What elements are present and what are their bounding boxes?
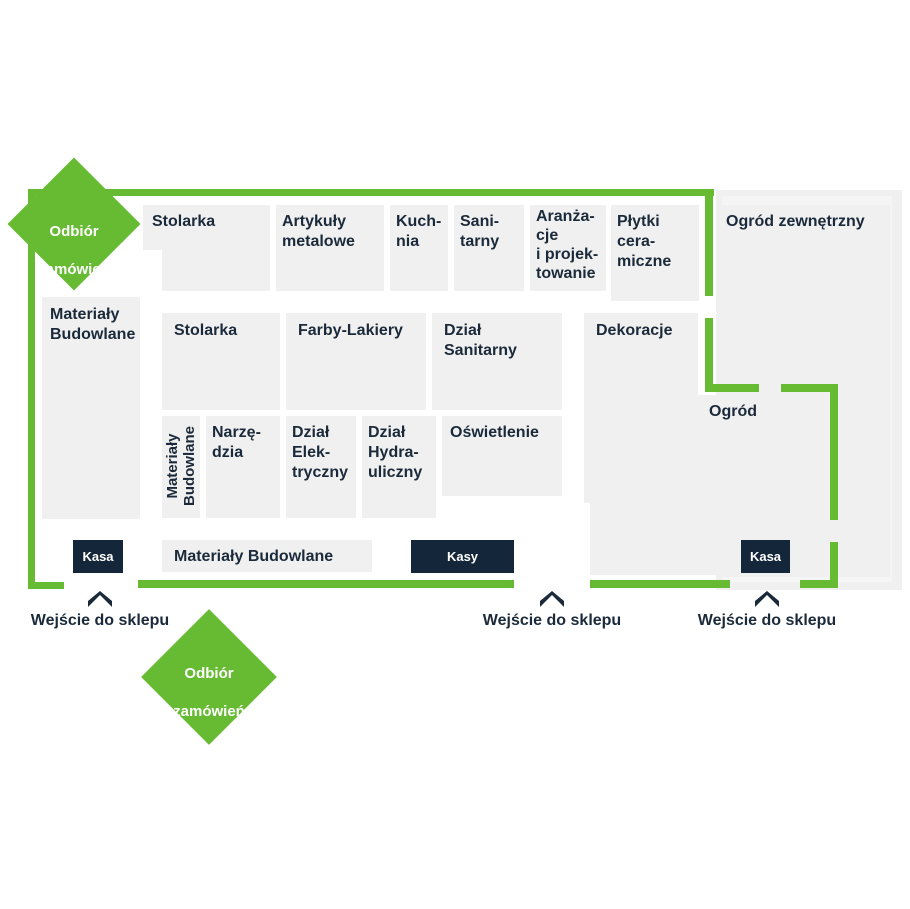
- entrance-center-label: Wejście do sklepu: [482, 612, 622, 629]
- label-materialy-bottom: Materiały Budowlane: [174, 548, 334, 565]
- label-ogrod: Ogród: [709, 403, 757, 420]
- pickup-bottom-badge: Odbiór zamówień (duże gabaryty): [141, 609, 277, 757]
- zone-aranzacje: [530, 205, 606, 291]
- entrance-arrow-icon: [540, 591, 564, 607]
- entrance-left: Wejście do sklepu: [26, 590, 174, 630]
- zone-stolarka-top: [162, 205, 270, 291]
- wall-bottom-right-b: [800, 580, 838, 588]
- label-kuchnia: Kuch- nia: [396, 213, 442, 250]
- pickup-bottom-text: Odbiór zamówień (duże gabaryty): [141, 645, 277, 760]
- zone-sanitarny-top: [454, 205, 524, 291]
- label-dzial-sanitarny: Dział Sanitarny: [444, 322, 517, 359]
- wall-ogrod-right-a: [830, 384, 838, 520]
- zone-farby: [286, 313, 426, 410]
- zone-dzial-sanitarny: [432, 313, 562, 410]
- pickup-top-badge: Odbiór zamówień: [7, 157, 141, 291]
- pickup-bottom-line1: Odbiór: [184, 665, 234, 682]
- zone-oswietlenie: [442, 416, 562, 496]
- entrance-arrow-icon: [755, 591, 779, 607]
- label-oswietlenie: Oświetlenie: [450, 424, 539, 441]
- checkout-kasa-left: Kasa: [73, 540, 123, 573]
- entrance-right: Wejście do sklepu: [693, 590, 841, 630]
- pickup-bottom-line2: zamówień: [173, 703, 245, 720]
- wall-top: [28, 189, 714, 196]
- zone-materialy-bottom: [162, 540, 372, 572]
- checkout-kasy-center: Kasy: [411, 540, 514, 573]
- wall-bottom-mid: [138, 580, 514, 588]
- pickup-top-text: Odbiór zamówień: [7, 203, 141, 279]
- wall-divider-mid: [705, 318, 713, 392]
- pickup-top-line2: zamówień: [38, 261, 110, 278]
- label-dekoracje: Dekoracje: [596, 322, 673, 339]
- label-farby: Farby-Lakiery: [298, 322, 403, 339]
- pickup-top-line1: Odbiór: [49, 223, 99, 240]
- zone-hydrauliczny: [362, 416, 436, 518]
- zone-stolarka-mid: [162, 313, 280, 410]
- label-materialy-left: Materiały Budowlane: [50, 306, 136, 343]
- zone-materialy-vert: [162, 416, 200, 518]
- pickup-bottom-note: (duże gabaryty): [174, 746, 244, 757]
- entrance-arrow-icon: [88, 591, 112, 607]
- wall-bottom-left: [28, 582, 64, 589]
- wall-ogrod-right-b: [830, 542, 838, 588]
- label-narzedzia: Narzę- dzia: [212, 424, 261, 461]
- zone-narzedzia: [206, 416, 280, 518]
- wall-ogrod-top-b: [781, 384, 838, 392]
- zone-kuchnia: [390, 205, 448, 291]
- label-stolarka-top: Stolarka: [152, 213, 216, 230]
- label-plytki: Płytki cera- miczne: [617, 213, 672, 270]
- label-ogrod-zewnetrzny: Ogród zewnętrzny: [726, 213, 865, 230]
- label-stolarka-mid: Stolarka: [174, 322, 238, 339]
- entrance-right-label: Wejście do sklepu: [697, 612, 837, 629]
- entrance-center: Wejście do sklepu: [478, 590, 626, 630]
- wall-ogrod-top-a: [705, 384, 759, 392]
- checkout-kasa-right: Kasa: [741, 540, 790, 573]
- zone-artykuly-metalowe: [276, 205, 384, 291]
- label-sanitarny-top: Sani- tarny: [460, 213, 500, 250]
- zone-stolarka-top-ext: [143, 205, 173, 250]
- wall-left: [28, 189, 35, 589]
- entrance-left-label: Wejście do sklepu: [30, 612, 170, 629]
- label-materialy-vert: Materiały Budowlane: [164, 426, 198, 507]
- zone-materialy-left: [42, 297, 140, 519]
- label-artykuly-metalowe: Artykuły metalowe: [282, 213, 355, 250]
- wall-bottom-right-a: [590, 580, 730, 588]
- label-elektryczny: Dział Elek- tryczny: [292, 424, 349, 481]
- wall-divider-top: [705, 189, 713, 296]
- zone-elektryczny: [286, 416, 356, 518]
- label-aranzacje: Aranża- cje i projek- towanie: [536, 208, 599, 282]
- label-hydrauliczny: Dział Hydra- uliczny: [368, 424, 423, 481]
- zone-plytki: [611, 205, 699, 301]
